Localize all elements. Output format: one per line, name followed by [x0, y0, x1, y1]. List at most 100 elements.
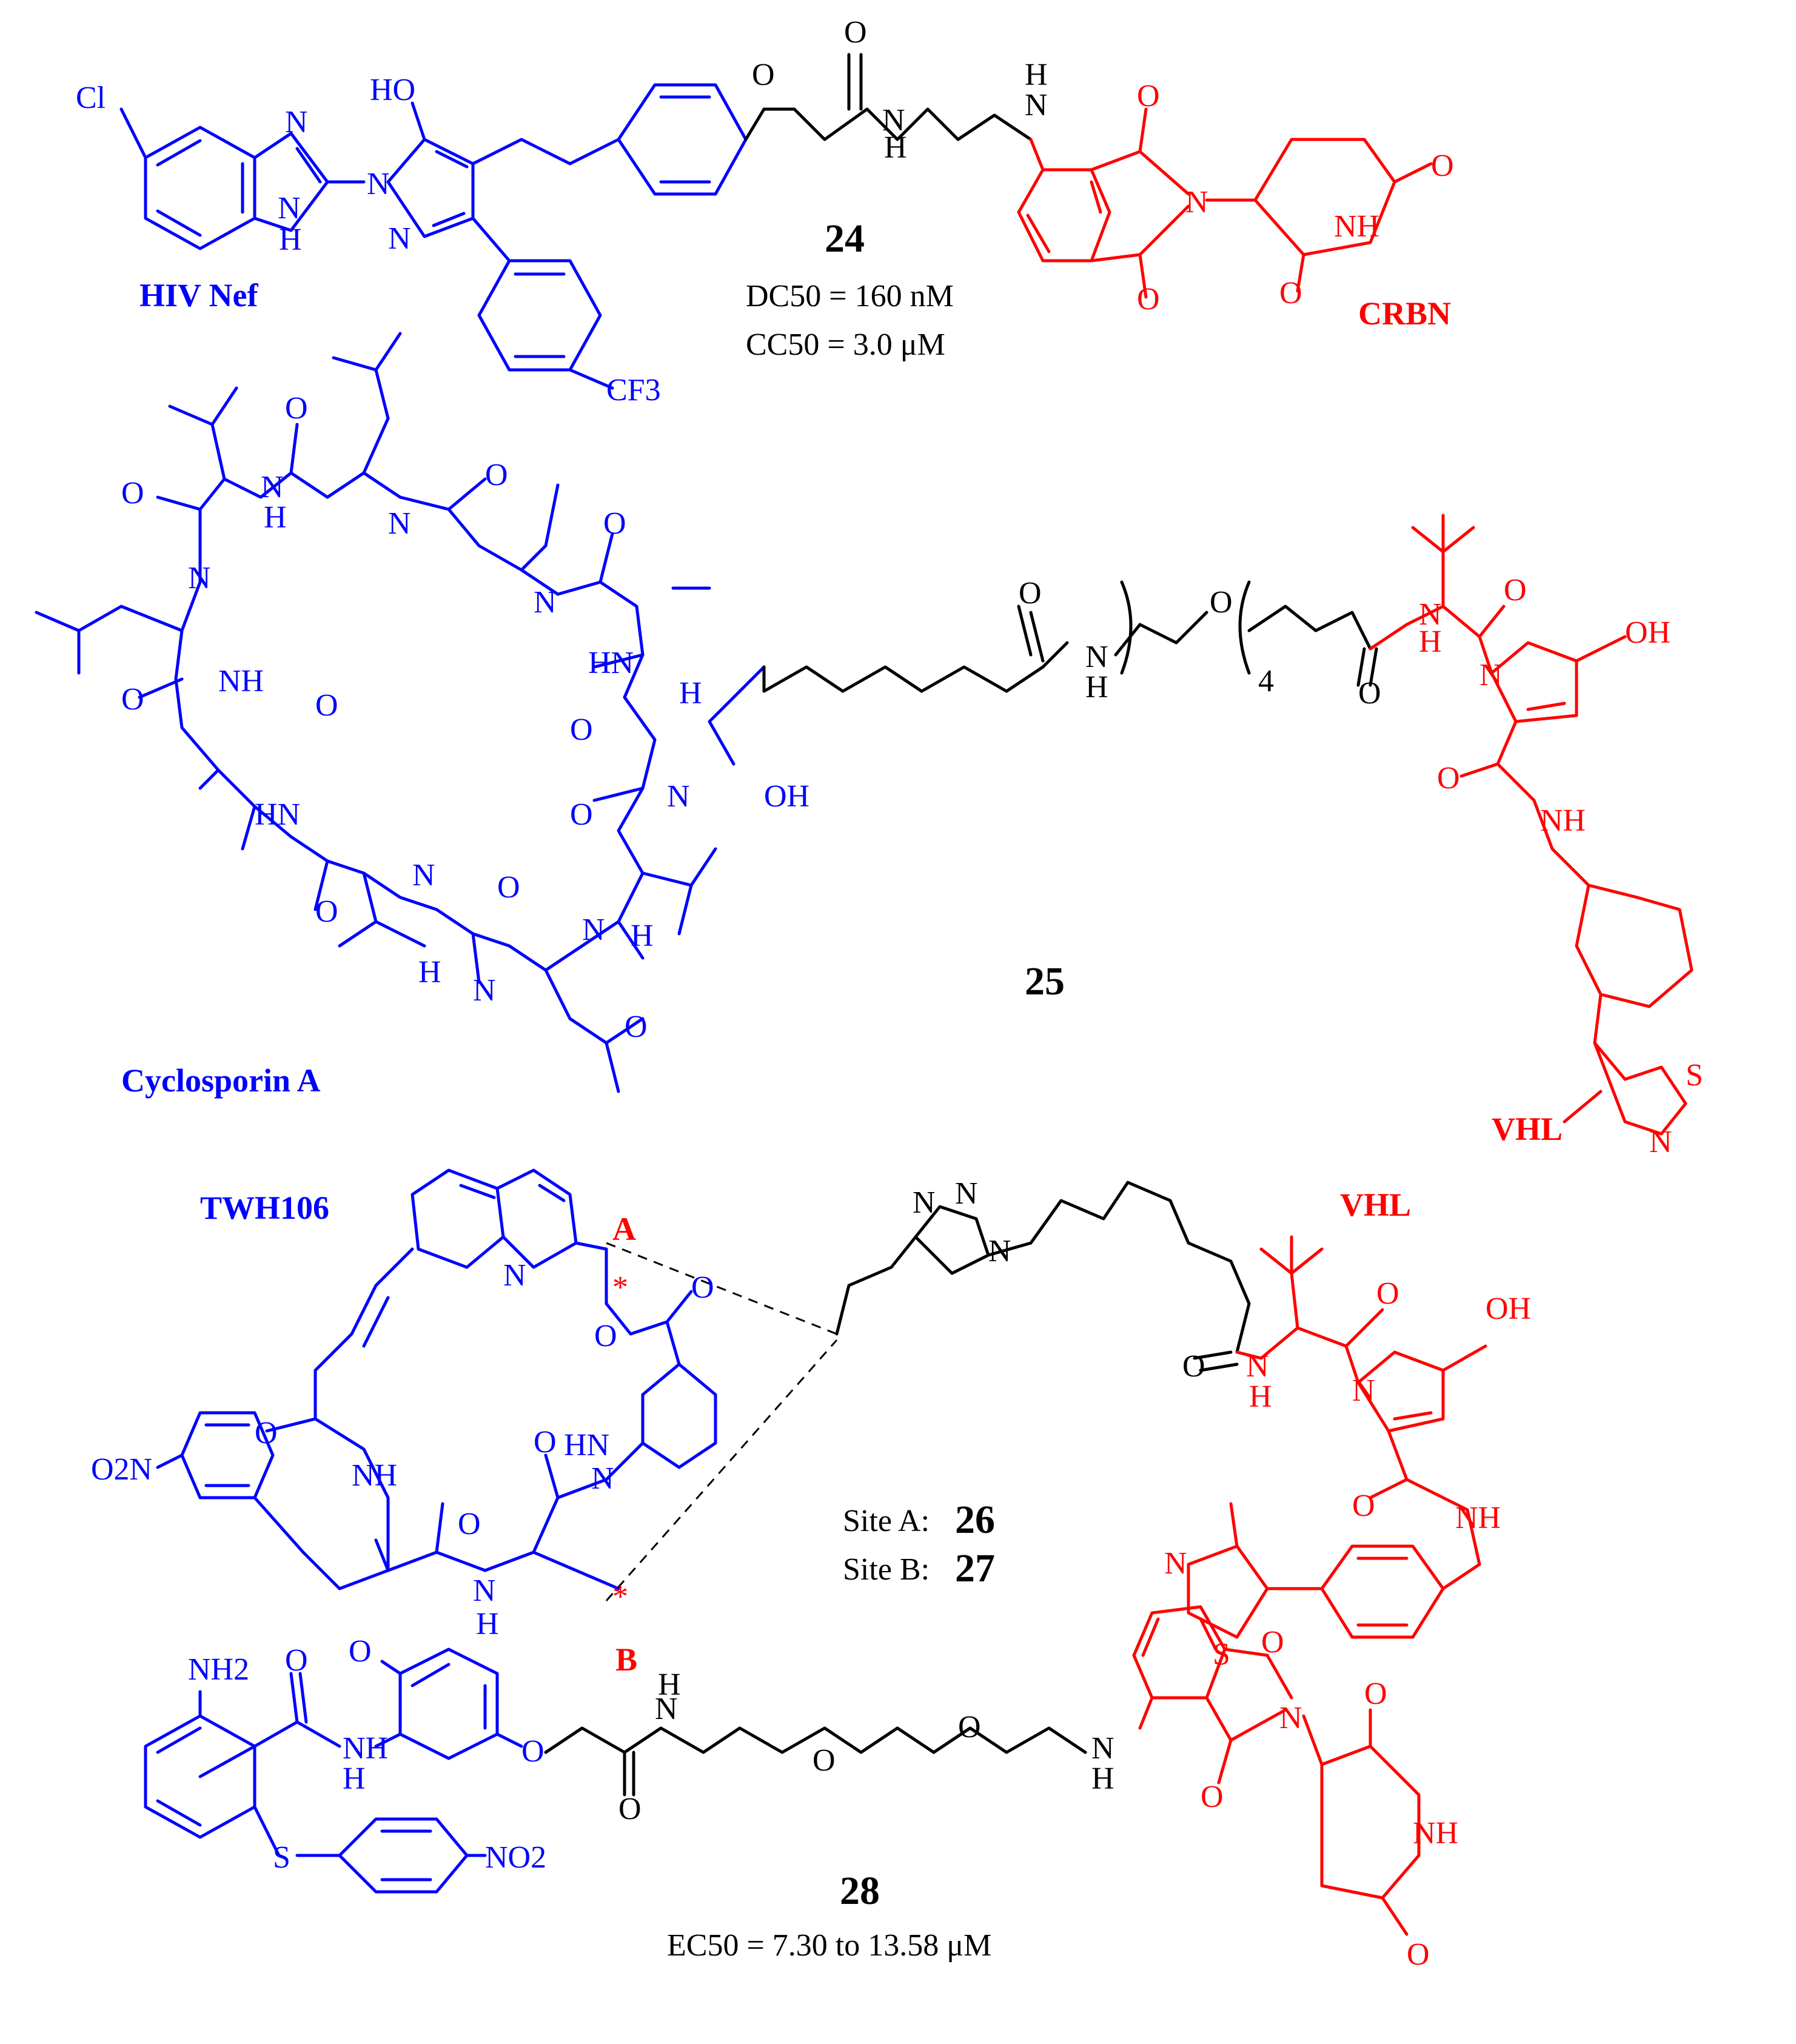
linker28-carbonyl-o: O [618, 1792, 642, 1826]
ec50-value: EC50 = 7.30 to 13.58 μM [667, 1928, 991, 1963]
amide-o3: O [255, 1416, 278, 1450]
phthalimide-n: N [1185, 185, 1208, 219]
cyclo-oh: OH [764, 779, 809, 814]
benzamide-nh: NH [343, 1731, 388, 1766]
twh106-bonds [156, 1168, 717, 1590]
amide-o2: O [458, 1507, 481, 1541]
benzamide-o: O [285, 1643, 308, 1678]
linker28-nh: N [655, 1692, 678, 1726]
glutarimide28-o1: O [1364, 1677, 1387, 1711]
vhl25-h: H [1419, 625, 1442, 659]
cyclo-o6: O [315, 688, 338, 723]
dc50-value: DC50 = 160 nM [746, 279, 954, 313]
methoxy-o: O [349, 1634, 372, 1669]
linker28-o1: O [813, 1743, 836, 1778]
vhl26-o2: O [1352, 1489, 1375, 1523]
vhl25-thiazole-n: N [1649, 1125, 1672, 1159]
ether-o-28: O [521, 1734, 544, 1769]
twh106-label: TWH106 [200, 1190, 329, 1226]
nitro-no2: NO2 [485, 1840, 546, 1875]
cyclo-n11: N [473, 973, 496, 1008]
cyclo-n4: N [534, 585, 557, 620]
ester-carbonyl-o: O [691, 1270, 714, 1305]
cyclo-o1: O [285, 391, 308, 426]
compound-24-linker-bonds [744, 53, 1033, 141]
cyclo-nh1-h: H [264, 500, 287, 535]
vhl25-nh: NH [1540, 803, 1586, 838]
glutarimide-nh: NH [1334, 209, 1379, 244]
vhl25-pyrrolidine-n: N [1479, 658, 1503, 692]
compound-26-number: 26 [955, 1498, 995, 1542]
cyclo-hn8: HN [255, 797, 300, 832]
crbn-label: CRBN [1358, 295, 1451, 332]
compound-28-target-bonds [144, 1647, 523, 1894]
quinoline-n: N [503, 1258, 526, 1293]
compound-28: NH2 O NH H S NO2 O O O N H O O N H O O N… [144, 1605, 1458, 1972]
cyclo-n2: N [388, 506, 411, 541]
compound-25: O O O O O O O O O O O N H N N N NH HN H … [35, 332, 1703, 1159]
amine-h: H [1025, 58, 1048, 92]
phthalimide28-o1: O [1261, 1625, 1284, 1660]
glutarimide28-nh: NH [1413, 1816, 1458, 1851]
cyclo-o4: O [121, 476, 144, 511]
cyclo-hn6: HN [588, 646, 634, 680]
vhl26-h: H [1249, 1379, 1272, 1414]
vhl25-s: S [1686, 1058, 1703, 1093]
linker25-o2: O [1210, 585, 1233, 620]
cyclosporin-bonds [35, 332, 766, 1093]
cyclo-h1: H [679, 676, 702, 711]
ester-o: O [594, 1319, 617, 1353]
vhl-ligand-bonds-26-27 [1187, 1235, 1487, 1639]
site-a-text: Site A: [843, 1504, 930, 1538]
phthalimide-o1: O [1137, 79, 1160, 113]
cyclo-o9: O [315, 894, 338, 929]
linker26-o: O [1182, 1349, 1205, 1384]
amide-n: N [882, 103, 905, 138]
cyclo-o3: O [603, 506, 626, 541]
amide-nh: N [473, 1573, 496, 1608]
linker28-o2: O [958, 1710, 981, 1744]
vhl26-oh: OH [1486, 1292, 1531, 1326]
cyclo-h2: H [631, 919, 654, 953]
phthalimide28-o2: O [1201, 1780, 1224, 1814]
cf3-label: CF3 [606, 373, 661, 407]
compound-25-number: 25 [1025, 959, 1065, 1004]
site-a-marker: A [612, 1211, 636, 1247]
amide-h: H [884, 130, 907, 165]
linker-26-27-bonds [835, 1181, 1251, 1372]
amide-nh2: NH [352, 1458, 397, 1493]
piperazic-n: N [591, 1461, 614, 1496]
vhl26-pyrrolidine-n: N [1352, 1373, 1375, 1408]
cyclo-nh1: N [261, 470, 284, 504]
glutarimide-o1: O [1431, 149, 1454, 183]
cyclo-o8: O [570, 797, 593, 832]
ether-o: O [752, 58, 775, 92]
vhl-label-26-27: VHL [1340, 1187, 1411, 1223]
vhl26-nh: NH [1455, 1501, 1501, 1535]
vhl-ligand-bonds-25 [1369, 514, 1694, 1136]
site-b-marker: B [615, 1641, 637, 1678]
amide-nh-h: H [476, 1607, 499, 1641]
linker25-o1: O [1019, 576, 1042, 611]
imidazole-nh: N [278, 191, 301, 226]
attachment-dashes [605, 1242, 838, 1601]
cyclo-o5: O [121, 682, 144, 717]
cyclo-o11: O [625, 1010, 648, 1044]
thioether-s: S [273, 1840, 290, 1875]
vhl25-o1: O [1504, 573, 1527, 608]
triazole-n2: N [955, 1176, 978, 1211]
hiv-nef-label: HIV Nef [139, 277, 259, 313]
linker28-amine-h: H [1091, 1761, 1114, 1796]
triazole-n3: N [988, 1234, 1011, 1268]
cc50-value: CC50 = 3.0 μM [746, 327, 945, 362]
site-b-asterisk: * [612, 1580, 628, 1614]
cyclo-n7: N [667, 779, 690, 814]
repeat-count: 4 [1258, 664, 1274, 699]
amide-o1: O [534, 1425, 557, 1459]
vhl26-o1: O [1376, 1276, 1399, 1311]
glutarimide-o2: O [1279, 276, 1302, 310]
phthalimide-o2: O [1137, 282, 1160, 317]
nitro-label: O2N [91, 1452, 152, 1487]
compound-25-linker-bonds [762, 580, 1378, 693]
